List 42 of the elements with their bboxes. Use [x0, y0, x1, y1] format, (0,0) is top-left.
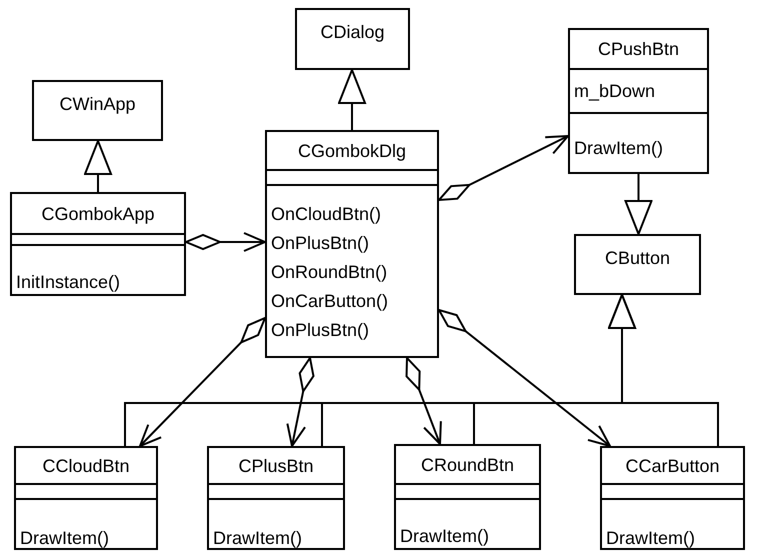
method-text: DrawItem(): [213, 527, 303, 550]
class-box: [32, 80, 163, 141]
class-name: CPushBtn: [598, 38, 680, 61]
class-name: CWinApp: [59, 93, 136, 116]
inheritance-arrow: [608, 294, 719, 446]
method-text: OnRoundBtn(): [271, 261, 388, 284]
method-text: OnPlusBtn(): [271, 232, 370, 255]
attribute-text: m_bDown: [574, 80, 656, 103]
class-box: [10, 192, 186, 296]
class-box: [568, 28, 709, 174]
method-text: OnPlusBtn(): [271, 319, 370, 342]
class-box: [600, 446, 745, 550]
class-box: [295, 8, 410, 70]
method-text: DrawItem(): [400, 525, 490, 548]
class-box: [14, 446, 158, 550]
aggregation-arrow: [185, 232, 266, 252]
aggregation-arrow: [438, 135, 569, 201]
class-box: [265, 130, 439, 358]
aggregation-arrow: [139, 317, 266, 447]
aggregation-arrow: [438, 309, 611, 447]
inheritance-arrow: [624, 174, 652, 235]
method-text: DrawItem(): [574, 137, 664, 160]
aggregation-arrow: [286, 357, 314, 447]
class-box: [574, 234, 701, 295]
class-name: CDialog: [320, 21, 385, 44]
method-text: InitInstance(): [16, 271, 122, 294]
method-text: OnCloudBtn(): [271, 203, 382, 226]
aggregation-arrow: [406, 357, 442, 445]
class-box: [394, 444, 541, 550]
method-text: OnCarButton(): [271, 290, 390, 313]
inheritance-arrow: [84, 140, 112, 192]
class-name: CCloudBtn: [42, 454, 130, 478]
inheritance-arrow: [338, 69, 366, 130]
method-text: DrawItem(): [20, 527, 110, 550]
class-name: CGombokDlg: [298, 140, 406, 162]
class-name: CButton: [604, 247, 670, 270]
class-name: CRoundBtn: [420, 454, 514, 476]
class-box: [207, 446, 345, 550]
class-name: CPlusBtn: [238, 454, 314, 478]
method-text: DrawItem(): [606, 527, 696, 550]
class-name: CGombokApp: [41, 202, 155, 226]
class-name: CCarButton: [625, 454, 720, 478]
